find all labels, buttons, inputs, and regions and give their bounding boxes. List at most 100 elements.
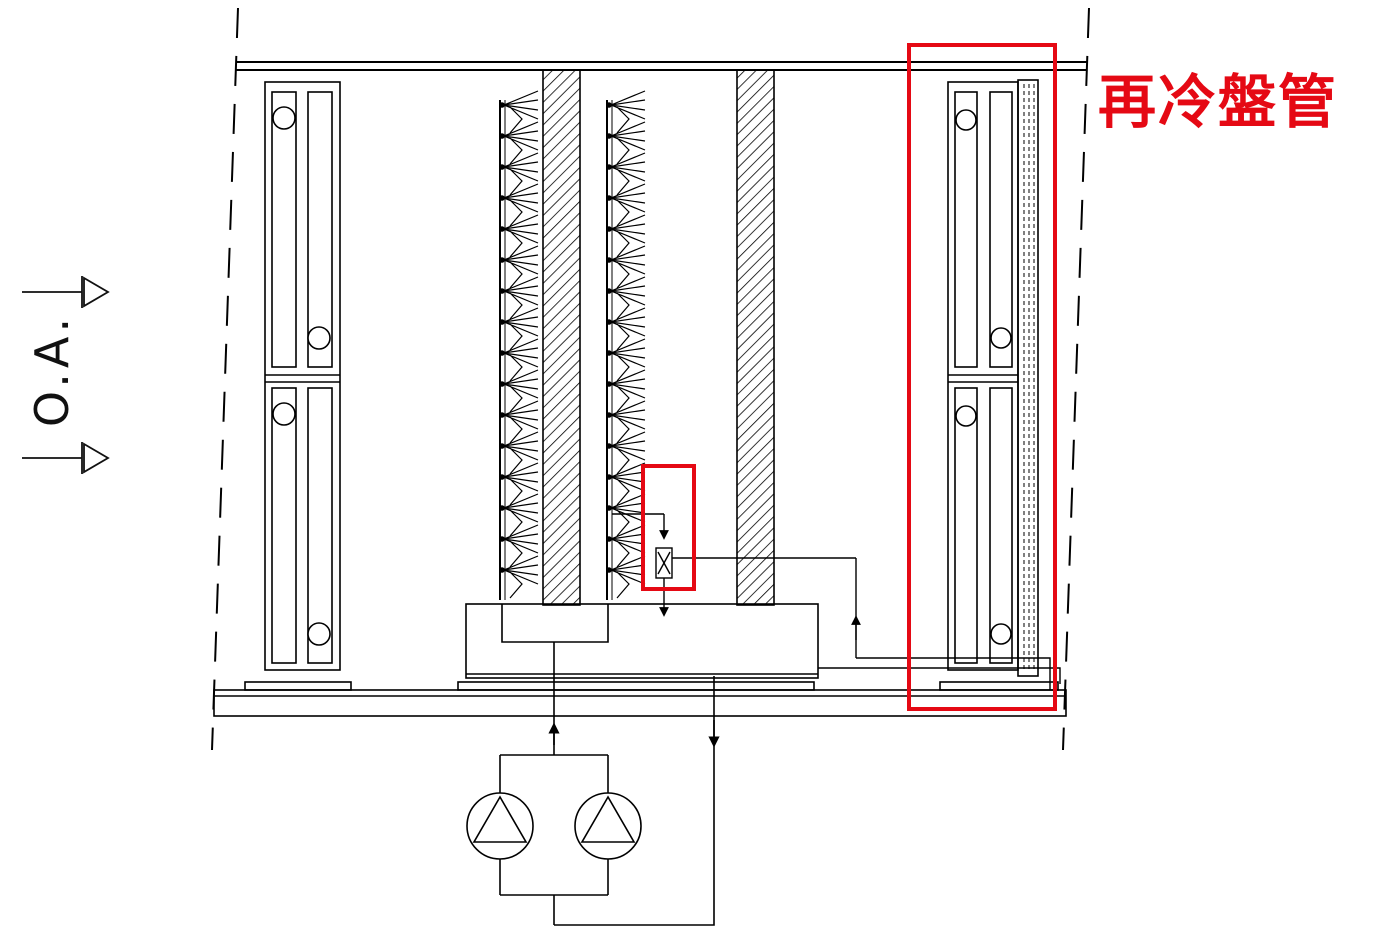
control-valve bbox=[612, 513, 856, 617]
reheat-return-line bbox=[818, 558, 1061, 690]
coil-header-icon bbox=[307, 622, 331, 646]
spray-nozzle-icon bbox=[499, 164, 505, 170]
spray-fan bbox=[610, 493, 646, 537]
spray-fan bbox=[610, 214, 646, 258]
coil-header-icon bbox=[272, 402, 296, 426]
airflow-arrow-icon bbox=[83, 276, 110, 308]
spray-fan bbox=[610, 400, 646, 444]
spray-fan bbox=[503, 307, 539, 351]
spray-nozzle-icon bbox=[606, 350, 612, 356]
spray-nozzle-icon bbox=[606, 319, 612, 325]
spray-nozzle-icon bbox=[499, 505, 505, 511]
base-frame bbox=[213, 681, 1067, 717]
spray-fan bbox=[503, 183, 539, 227]
coil-header-icon bbox=[990, 623, 1012, 645]
spray-nozzle-icon bbox=[606, 412, 612, 418]
spray-nozzle-icon bbox=[499, 195, 505, 201]
spray-fan bbox=[610, 90, 646, 134]
spray-fan bbox=[503, 431, 539, 475]
spray-nozzle-icon bbox=[499, 381, 505, 387]
base-plate bbox=[213, 689, 1067, 717]
spray-nozzle-row-2 bbox=[606, 90, 646, 600]
highlight-reheat-coil bbox=[907, 43, 1057, 711]
spray-nozzle-icon bbox=[606, 505, 612, 511]
spray-fan bbox=[503, 555, 539, 599]
spray-fan bbox=[610, 152, 646, 196]
spray-fan bbox=[503, 338, 539, 382]
highlight-control-valve bbox=[641, 464, 696, 591]
spray-fan bbox=[503, 121, 539, 165]
spray-nozzle-icon bbox=[499, 474, 505, 480]
airflow-arrow-icon bbox=[83, 442, 110, 474]
casing-left-wall bbox=[211, 7, 239, 751]
spray-nozzle-icon bbox=[499, 443, 505, 449]
spray-fan bbox=[503, 524, 539, 568]
spray-fan bbox=[610, 555, 646, 599]
spray-fan bbox=[503, 462, 539, 506]
spray-nozzle-icon bbox=[606, 381, 612, 387]
spray-fan bbox=[610, 338, 646, 382]
spray-fan bbox=[610, 183, 646, 227]
pump-circuit bbox=[466, 642, 720, 926]
base-skid-left bbox=[244, 681, 352, 691]
eliminator-media-2 bbox=[736, 69, 775, 606]
reheat-coil-callout: 再冷盤管 bbox=[1098, 68, 1339, 136]
spray-fan bbox=[610, 307, 646, 351]
spray-nozzle-icon bbox=[499, 412, 505, 418]
pump-icon bbox=[580, 795, 636, 843]
circulation-pump-2 bbox=[574, 792, 642, 860]
spray-nozzle-row-1 bbox=[499, 90, 539, 600]
spray-nozzle-icon bbox=[606, 102, 612, 108]
spray-nozzle-icon bbox=[499, 133, 505, 139]
reheat-coil bbox=[947, 79, 1039, 677]
spray-fan bbox=[610, 276, 646, 320]
spray-fan bbox=[610, 121, 646, 165]
coil-header-icon bbox=[307, 326, 331, 350]
coil-header-icon bbox=[955, 405, 977, 427]
spray-nozzle-icon bbox=[606, 288, 612, 294]
base-skid-right bbox=[939, 681, 1059, 691]
coil-header-icon bbox=[955, 109, 977, 131]
spray-nozzle-icon bbox=[499, 226, 505, 232]
spray-fan bbox=[503, 90, 539, 134]
casing-right-wall bbox=[1062, 7, 1090, 751]
spray-fan bbox=[610, 524, 646, 568]
spray-nozzle-icon bbox=[606, 474, 612, 480]
spray-nozzle-icon bbox=[499, 567, 505, 573]
base-skid-mid bbox=[457, 681, 815, 691]
spray-nozzle-icon bbox=[606, 133, 612, 139]
spray-fan bbox=[503, 369, 539, 413]
pump-icon bbox=[472, 795, 528, 843]
spray-nozzle-icon bbox=[499, 257, 505, 263]
spray-nozzle-icon bbox=[499, 288, 505, 294]
cooling-coil-left bbox=[264, 81, 341, 671]
spray-nozzle-icon bbox=[606, 257, 612, 263]
reheat-fin-pack bbox=[1017, 79, 1039, 677]
coil-header-icon bbox=[272, 106, 296, 130]
spray-fan bbox=[503, 400, 539, 444]
outside-air-indicator bbox=[22, 276, 110, 474]
spray-nozzle-icon bbox=[606, 195, 612, 201]
spray-fan bbox=[610, 462, 646, 506]
spray-fan bbox=[503, 493, 539, 537]
outside-air-label: O.A. bbox=[25, 312, 79, 428]
casing bbox=[211, 7, 1090, 751]
eliminator-media-1 bbox=[542, 69, 581, 606]
spray-nozzle-icon bbox=[606, 443, 612, 449]
spray-fan bbox=[610, 369, 646, 413]
spray-fan bbox=[503, 214, 539, 258]
circulation-pump-1 bbox=[466, 792, 534, 860]
spray-fan bbox=[503, 245, 539, 289]
water-tank bbox=[465, 603, 819, 679]
spray-fan bbox=[503, 152, 539, 196]
spray-nozzle-icon bbox=[499, 350, 505, 356]
spray-nozzle-icon bbox=[606, 567, 612, 573]
spray-nozzle-icon bbox=[499, 102, 505, 108]
spray-nozzle-icon bbox=[606, 164, 612, 170]
spray-fan bbox=[610, 431, 646, 475]
spray-fan bbox=[610, 245, 646, 289]
spray-fan bbox=[503, 276, 539, 320]
spray-nozzle-icon bbox=[499, 536, 505, 542]
